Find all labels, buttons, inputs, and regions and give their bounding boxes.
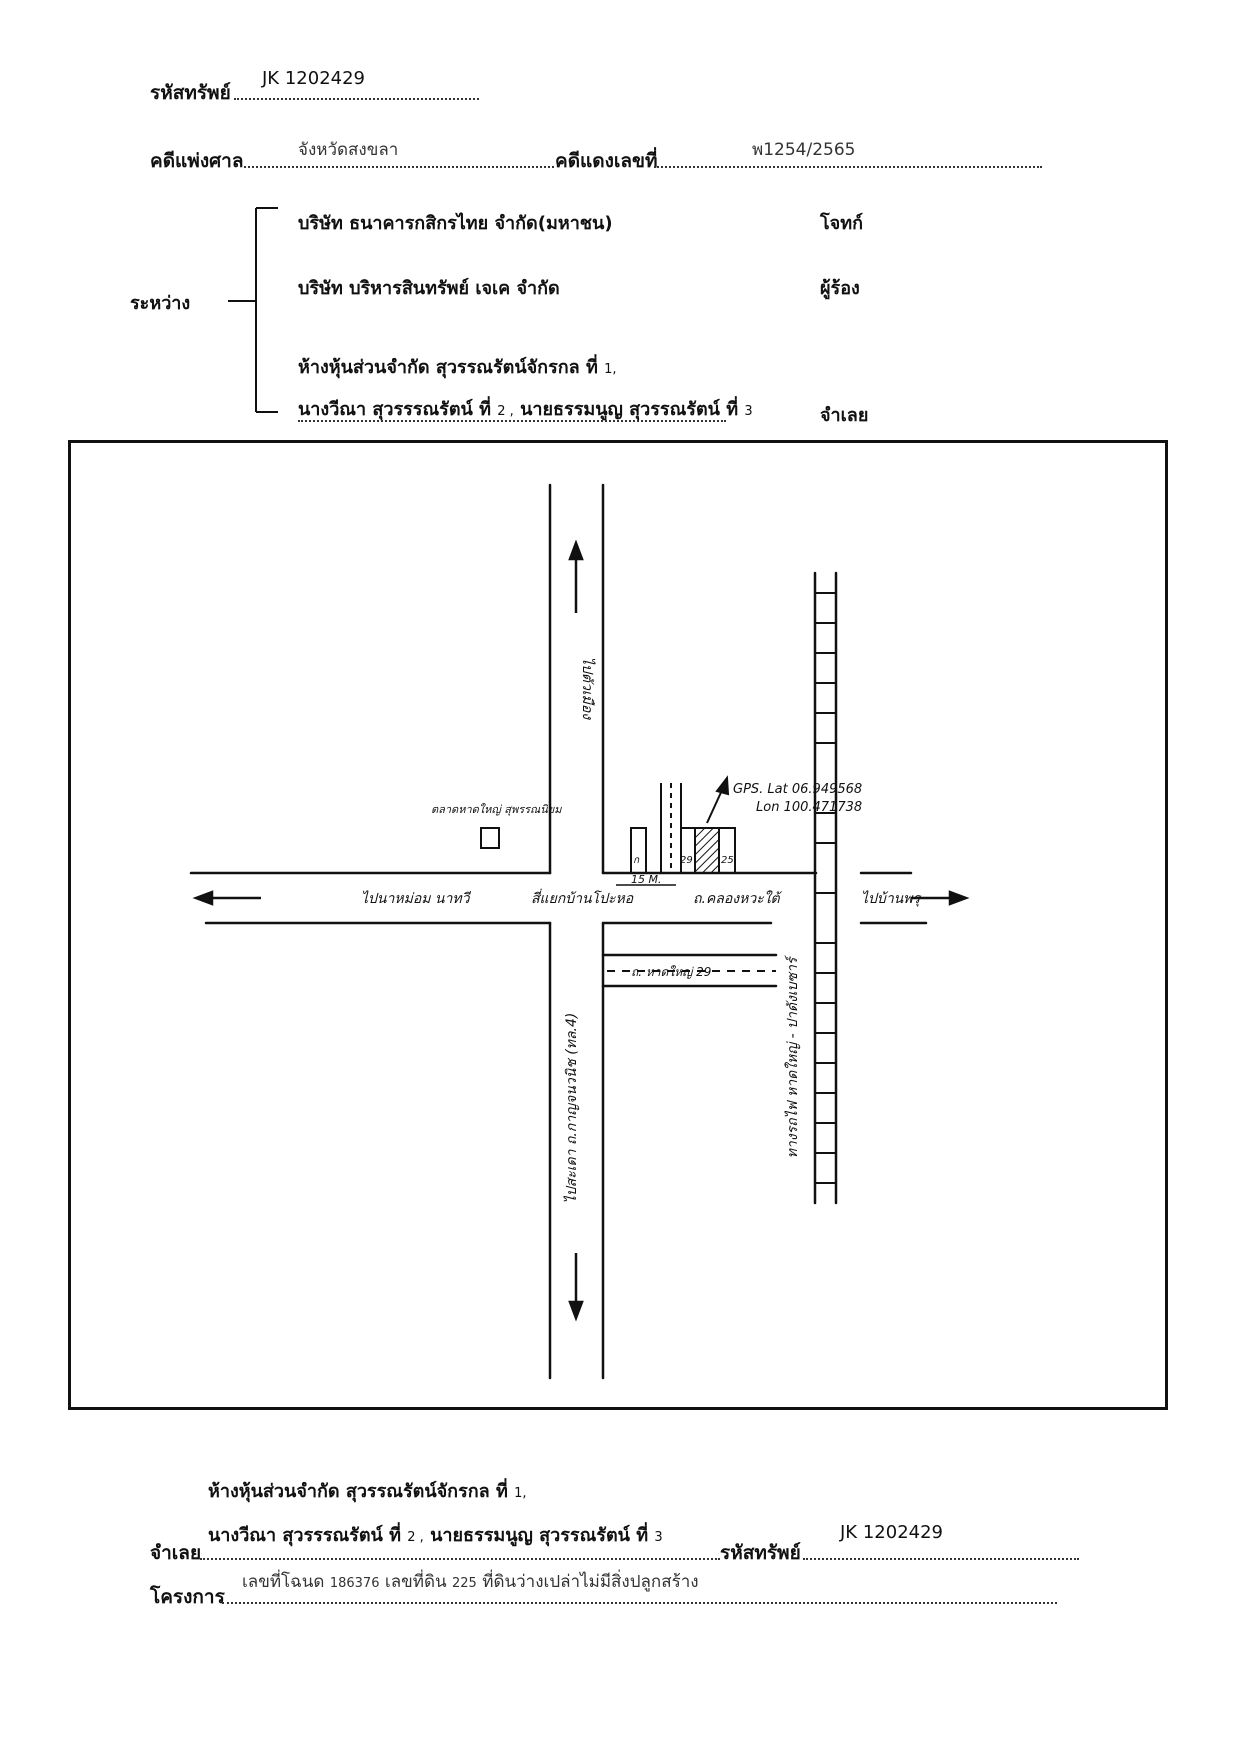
footer-defendant-line1: ห้างหุ้นส่วนจำกัด สุวรรณรัตน์จักรกล ที่ …: [208, 1476, 527, 1505]
defendant-dots: [298, 420, 726, 422]
footer-defendant-line1-text: ห้างหุ้นส่วนจำกัด สุวรรณรัตน์จักรกล ที่: [208, 1481, 508, 1502]
footer-deed-label: เลขที่โฉนด: [242, 1572, 325, 1592]
label-railway: ทางรถไฟ หาดใหญ่ - ปาดังเบซาร์: [784, 955, 801, 1159]
footer-land-label: เลขที่ดิน: [384, 1572, 447, 1592]
plot-b: [680, 827, 696, 874]
defendant-line1-num: 1,: [604, 362, 617, 377]
court-value: จังหวัดสงขลา: [298, 140, 399, 160]
landmark-square: [480, 827, 500, 849]
footer-asset-code-dots: [803, 1558, 1079, 1560]
label-soi: ถ. หาดใหญ่ 29: [631, 965, 711, 979]
label-landmark: ตลาดหาดใหญ่ สุพรรณนิยม: [431, 803, 562, 816]
court-label: คดีแพ่งศาล: [150, 150, 244, 172]
direction-arrows: [192, 539, 970, 1322]
defendant-line2-num1: 2 ,: [497, 404, 514, 419]
footer-deed-no: 186376: [329, 1576, 380, 1591]
footer-asset-code-value: JK 1202429: [840, 1522, 943, 1543]
petitioner-role: ผู้ร้อง: [820, 278, 860, 299]
label-east-road: ถ.คลองหวะใต้: [693, 890, 783, 907]
label-east: ไปบ้านพรุ: [861, 890, 921, 907]
footer-project-dots: [222, 1602, 1057, 1604]
map-drawing: ไปตัวเมือง ไปนาหม่อม นาทวี สี่แยกบ้านโปะ…: [189, 483, 970, 1380]
red-case-dots: [654, 166, 1042, 168]
defendant-line2-a: นางวีณา สุวรรรณรัตน์ ที่: [298, 399, 491, 420]
defendant-role: จำเลย: [820, 405, 869, 426]
plaintiff-name: บริษัท ธนาคารกสิกรไทย จำกัด(มหาชน): [298, 213, 613, 234]
label-gps-lat: GPS. Lat 06.949568: [733, 782, 862, 797]
footer-defendant-dots: [200, 1558, 720, 1560]
footer-defendant-line2-a: นางวีณา สุวรรรณรัตน์ ที่: [208, 1525, 401, 1546]
asset-code-dots: [234, 98, 479, 100]
footer-defendant-line2-num2: 3: [654, 1530, 663, 1545]
parties-bracket: [228, 207, 278, 413]
footer-land-desc: ที่ดินว่างเปล่าไม่มีสิ่งปลูกสร้าง: [482, 1572, 699, 1592]
label-gps-lon: Lon 100.471738: [756, 800, 862, 815]
footer-land-no: 225: [452, 1576, 477, 1591]
plot-a: [630, 827, 647, 874]
footer-defendant-label: จำเลย: [150, 1542, 202, 1564]
location-map: ไปตัวเมือง ไปนาหม่อม นาทวี สี่แยกบ้านโปะ…: [68, 440, 1168, 1410]
label-distance: 15 M.: [631, 873, 661, 886]
defendant-line1-text: ห้างหุ้นส่วนจำกัด สุวรรณรัตน์จักรกล ที่: [298, 357, 598, 378]
red-case-label: คดีแดงเลขที่: [555, 150, 658, 172]
footer-project-label: โครงการ: [150, 1586, 225, 1608]
label-junction: สี่แยกบ้านโปะหอ: [531, 888, 634, 907]
railway-ties: [815, 592, 836, 1184]
defendant-line2-b: นายธรรมนูญ สุวรรณรัตน์ ที่: [520, 399, 739, 420]
defendant-line1: ห้างหุ้นส่วนจำกัด สุวรรณรัตน์จักรกล ที่ …: [298, 352, 617, 381]
asset-code-label: รหัสทรัพย์: [150, 82, 231, 104]
plot-c: [718, 827, 736, 874]
red-case-value: พ1254/2565: [752, 140, 856, 160]
plot-subject-hatch: [695, 828, 719, 873]
footer-defendant-line2: นางวีณา สุวรรรณรัตน์ ที่ 2 , นายธรรมนูญ …: [208, 1520, 663, 1549]
between-label: ระหว่าง: [130, 293, 191, 314]
label-south: ไปสะเดา ถ.กาญจนวนิช (ทล.4): [563, 1013, 580, 1204]
footer-project-text: เลขที่โฉนด 186376 เลขที่ดิน 225 ที่ดินว่…: [242, 1568, 699, 1595]
label-lot-b: 29: [680, 855, 693, 866]
footer-defendant-line2-num1: 2 ,: [407, 1530, 424, 1545]
court-dots: [244, 166, 554, 168]
label-north: ไปตัวเมือง: [579, 657, 596, 720]
plaintiff-role: โจทก์: [820, 213, 863, 234]
footer-defendant-line1-num: 1,: [514, 1486, 527, 1501]
defendant-line2-num2: 3: [744, 404, 753, 419]
label-lot-a: ก: [633, 855, 640, 866]
asset-code-value: JK 1202429: [262, 68, 365, 89]
label-west: ไปนาหม่อม นาทวี: [361, 890, 471, 907]
footer-defendant-line2-b: นายธรรมนูญ สุวรรณรัตน์ ที่: [430, 1525, 649, 1546]
petitioner-name: บริษัท บริหารสินทรัพย์ เจเค จำกัด: [298, 278, 560, 299]
gps-pointer: [706, 775, 730, 824]
defendant-line2: นางวีณา สุวรรรณรัตน์ ที่ 2 , นายธรรมนูญ …: [298, 394, 753, 423]
label-lot-c: 25: [721, 855, 734, 866]
footer-asset-code-label: รหัสทรัพย์: [720, 1542, 801, 1564]
